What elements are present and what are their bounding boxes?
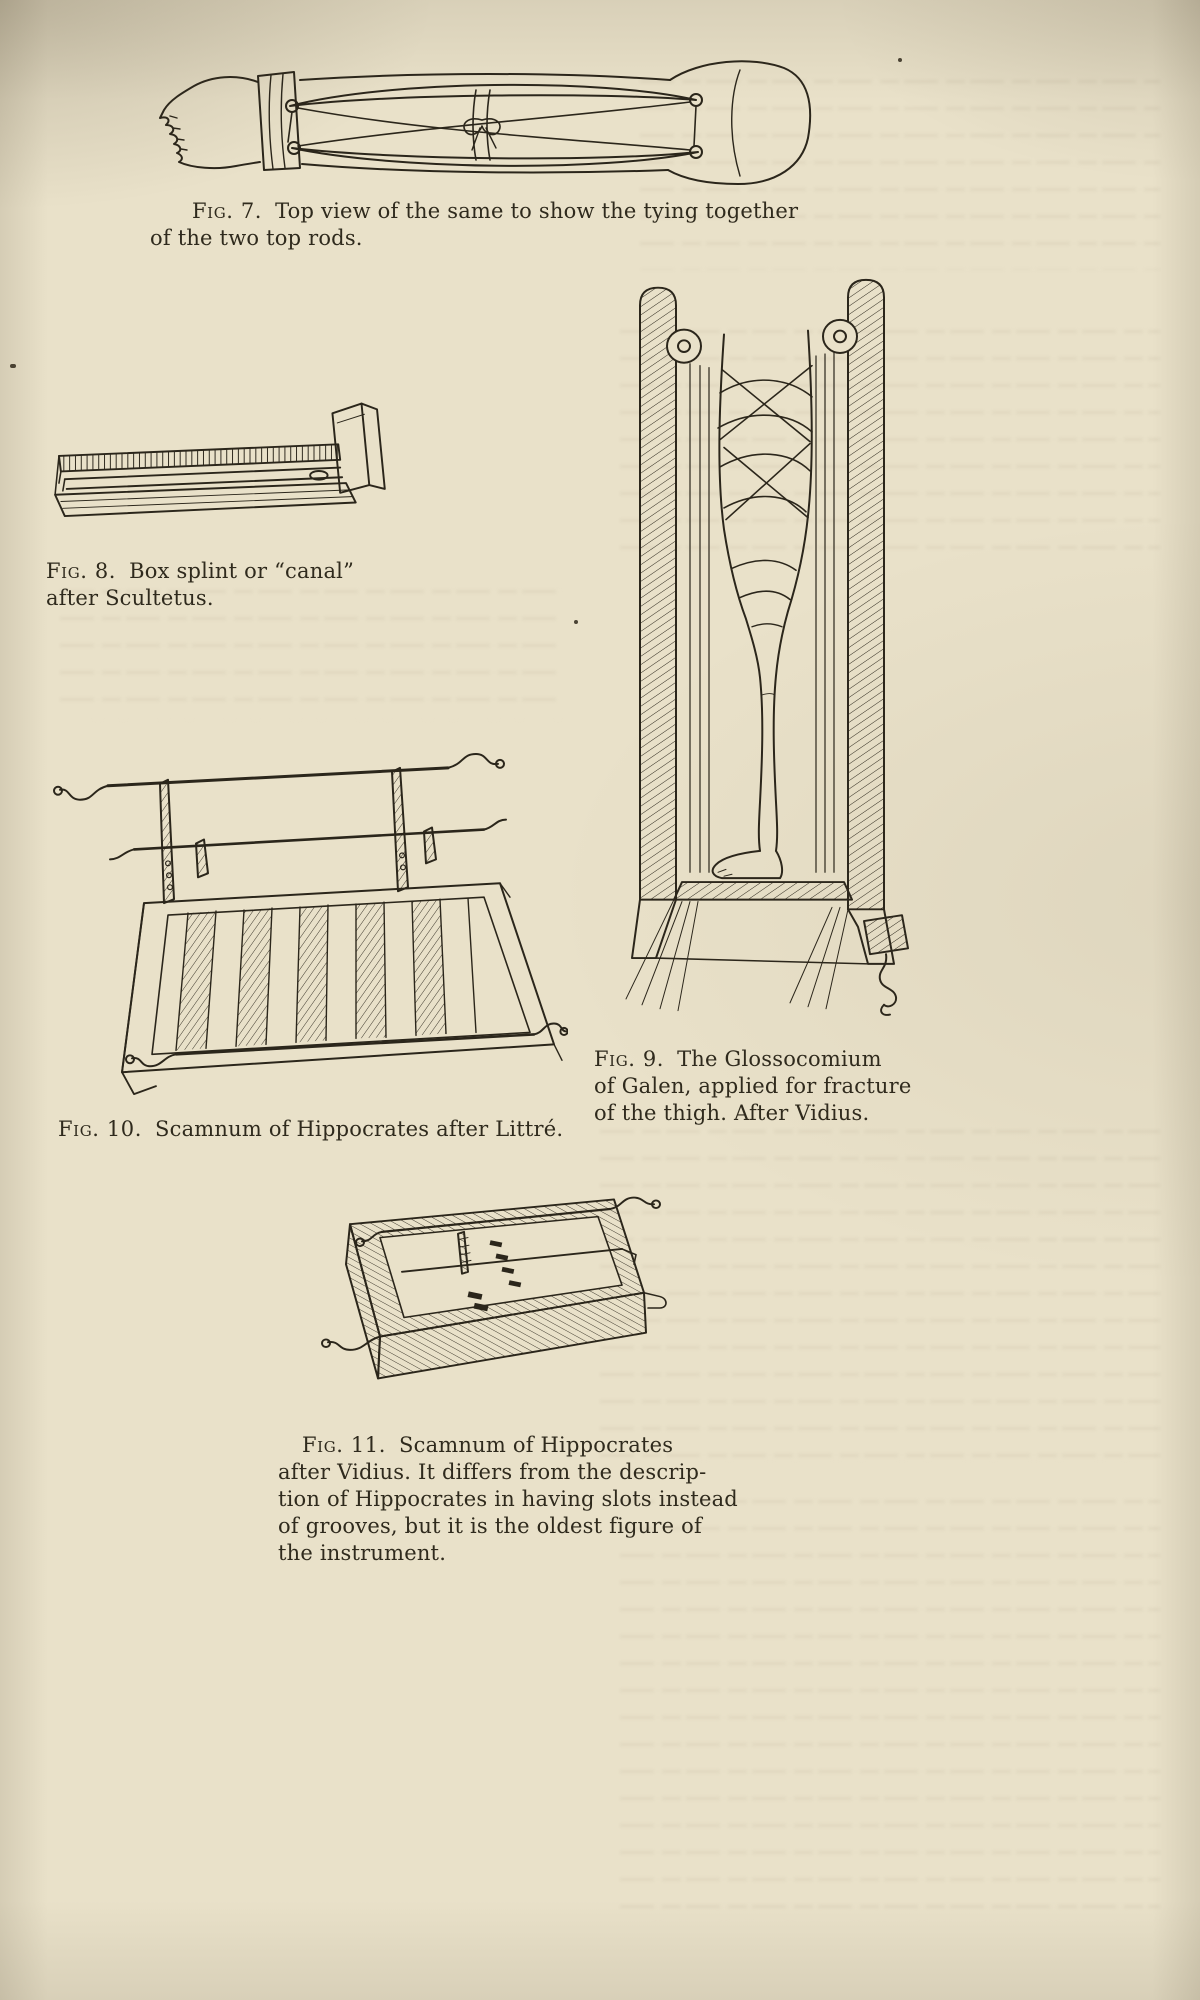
fig11-figure	[262, 1150, 672, 1426]
fig11-caption-line-2: after Vidius. It differs from the descri…	[278, 1460, 707, 1484]
fig7-figure	[140, 46, 820, 206]
fig7-caption-line-1: Top view of the same to show the tying t…	[275, 199, 799, 223]
ink-speck	[574, 620, 578, 624]
fig8-illustration	[54, 402, 386, 518]
ink-speck	[10, 364, 16, 368]
fig11-illustration	[321, 1196, 667, 1380]
fig8-label: Fig. 8.	[46, 559, 117, 583]
showthrough-texture	[600, 1130, 1160, 1460]
fig9-caption: Fig. 9. The Glossocomium of Galen, applie…	[594, 1046, 924, 1127]
fig11-caption-line-5: the instrument.	[278, 1541, 447, 1565]
fig7-label: Fig. 7.	[192, 199, 263, 223]
fig9-caption-line-1: The Glossocomium	[677, 1047, 882, 1071]
fig10-caption: Fig. 10. Scamnum of Hippocrates after Lit…	[58, 1116, 618, 1143]
fig11-label: Fig. 11.	[302, 1433, 387, 1457]
fig8-caption-line-2: after Scultetus.	[46, 586, 214, 610]
fig8-figure	[38, 390, 398, 550]
fig10-caption-line-1: Scamnum of Hippocrates after Littré.	[155, 1117, 564, 1141]
fig11-caption-line-3: tion of Hippocrates in having slots inst…	[278, 1487, 738, 1511]
fig10-illustration	[53, 752, 568, 1095]
ink-speck	[898, 58, 902, 62]
fig7-illustration	[159, 60, 812, 185]
fig10-label: Fig. 10.	[58, 1117, 143, 1141]
fig8-caption: Fig. 8. Box splint or “canal” after Scult…	[46, 558, 466, 612]
fig9-label: Fig. 9.	[594, 1047, 665, 1071]
fig11-caption-line-4: of grooves, but it is the oldest figure …	[278, 1514, 702, 1538]
fig9-illustration	[625, 278, 909, 1016]
fig11-caption-line-1: Scamnum of Hippocrates	[399, 1433, 674, 1457]
fig9-caption-line-2: of Galen, applied for fracture	[594, 1074, 912, 1098]
fig8-caption-line-1: Box splint or “canal”	[129, 559, 355, 583]
fig9-caption-line-3: of the thigh. After Vidius.	[594, 1101, 870, 1125]
fig7-caption-line-2: of the two top rods.	[150, 226, 363, 250]
fig10-figure	[48, 744, 568, 1112]
fig9-figure	[612, 276, 912, 1036]
fig7-caption: Fig. 7. Top view of the same to show the …	[150, 198, 830, 252]
fig11-caption: Fig. 11. Scamnum of Hippocrates after Vid…	[278, 1432, 738, 1567]
